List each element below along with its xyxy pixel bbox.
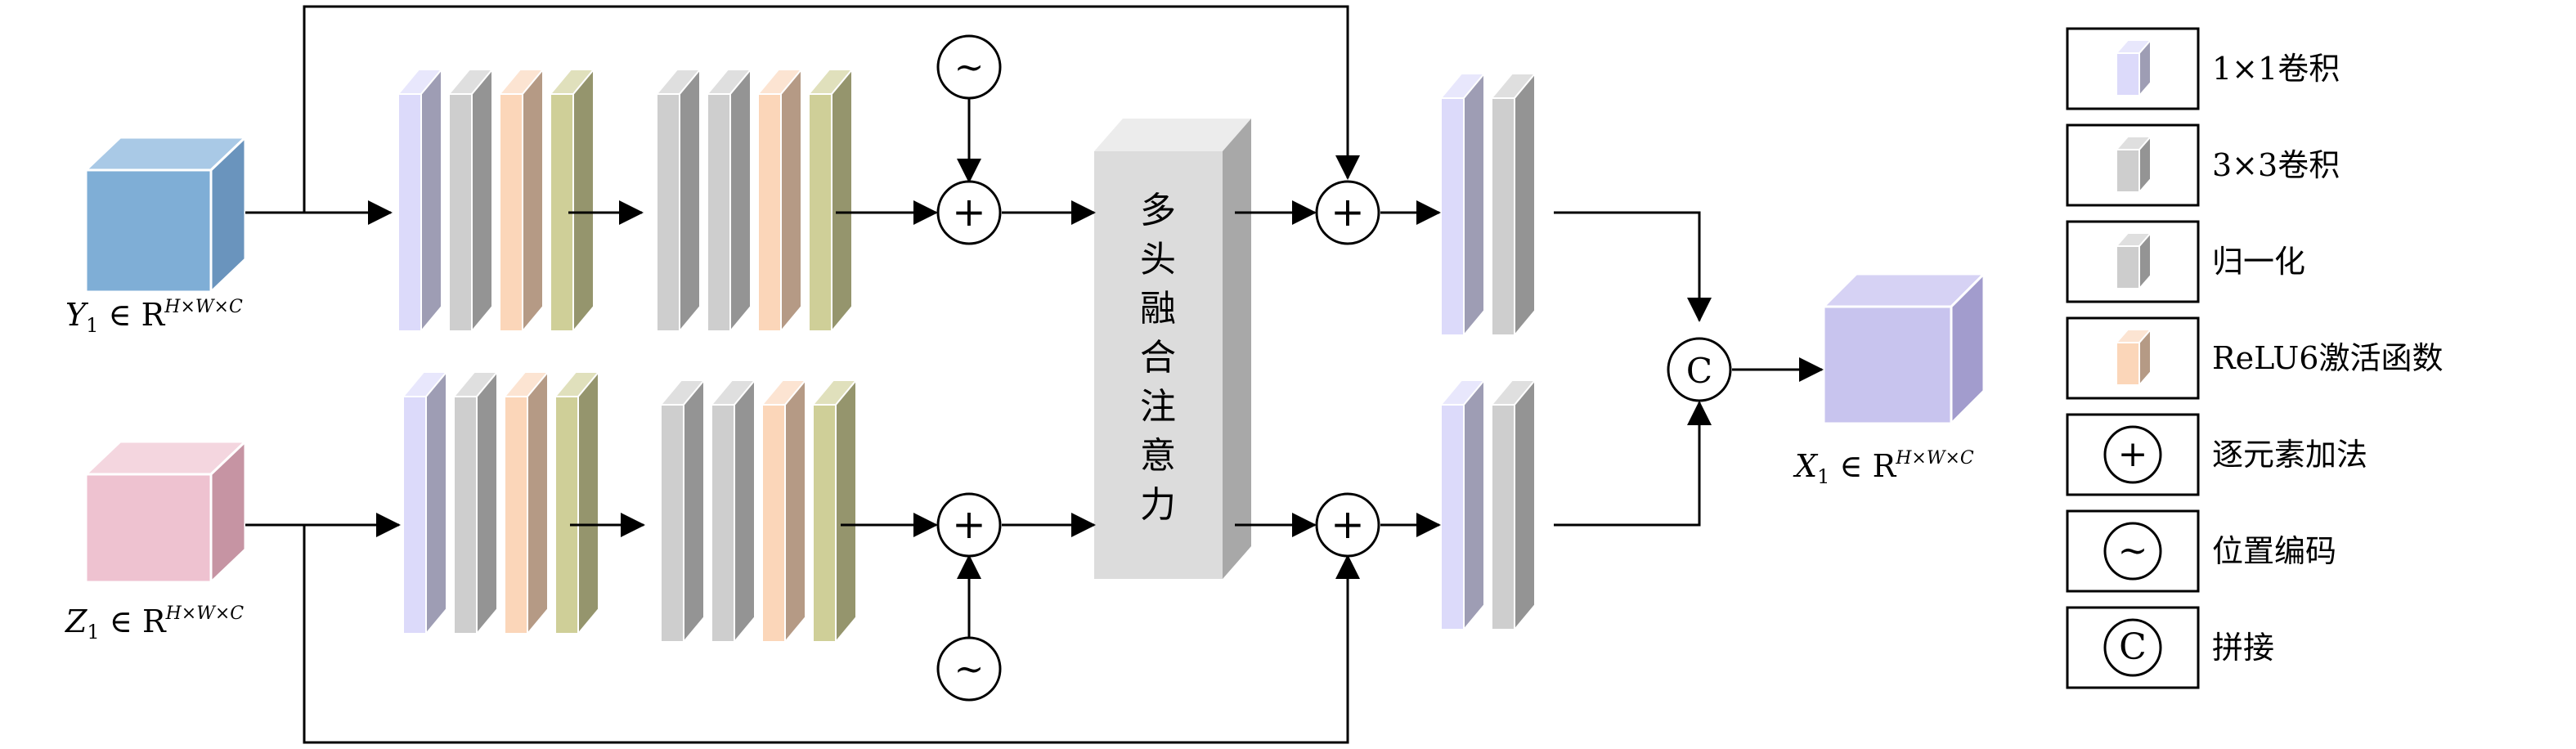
op-add-bottom-right: + (1315, 492, 1380, 558)
skip-line-bottom (303, 525, 1360, 744)
svg-text:~: ~ (954, 648, 985, 690)
op-add-top-right: + (1315, 180, 1380, 245)
stack-c-top-layer-2 (1489, 71, 1537, 338)
legend-swatch-slab (2114, 38, 2153, 98)
stack-a-top-layer-2 (447, 67, 495, 334)
legend-item-conv3x3: 3×3卷积 (2066, 123, 2340, 207)
svg-text:+: + (952, 500, 986, 548)
stack-c-top-layer-1 (1438, 71, 1487, 338)
attention-char: 融 (1140, 288, 1176, 330)
stack-b-bottom-layer-1 (658, 378, 707, 644)
svg-text:C: C (1686, 351, 1712, 391)
legend-item-add: + 逐元素加法 (2066, 413, 2367, 496)
op-add-top: + (936, 180, 1002, 245)
legend-symbol: C (2103, 618, 2162, 677)
legend-swatch-slab (2114, 327, 2153, 388)
op-add-bottom: + (936, 492, 1002, 558)
svg-text:C: C (2119, 626, 2147, 668)
stack-a-bottom-layer-4 (553, 370, 601, 636)
stack-b-bottom-layer-2 (709, 378, 757, 644)
legend-swatch (2114, 134, 2153, 195)
svg-text:+: + (2118, 433, 2148, 475)
legend-item-pos_enc: ~ 位置编码 (2066, 509, 2336, 593)
stack-b-top-layer-2 (705, 67, 753, 334)
stack-a-bottom-layer-1 (401, 370, 449, 636)
stack-c-bottom-layer-1 (1438, 378, 1487, 632)
attention-char: 意 (1140, 435, 1176, 477)
svg-text:+: + (952, 188, 986, 235)
skip-line-top (303, 5, 1360, 213)
op-posenc-top: ~ (936, 34, 1002, 100)
legend-item-conv1x1: 1×1卷积 (2066, 27, 2340, 110)
stack-b-top (654, 67, 855, 334)
multi-head-fusion-attention-block (1094, 119, 1251, 579)
legend-item-relu6: ReLU6激活函数 (2066, 316, 2443, 400)
output-label-x1: X1 ∈ RH×W×C (1793, 448, 1974, 488)
stack-a-bottom-layer-3 (502, 370, 550, 636)
layer-stacks (396, 67, 1537, 644)
op-concat: C (1667, 337, 1732, 402)
attention-char: 多 (1140, 190, 1176, 231)
arrow-stack3-to-concat-top (1554, 211, 1712, 322)
input-cube-z1 (83, 438, 249, 585)
attention-char: 力 (1140, 484, 1176, 526)
connections (245, 5, 1824, 744)
stack-a-top-layer-1 (396, 67, 444, 334)
stack-b-bottom-layer-4 (810, 378, 859, 644)
legend-label: 1×1卷积 (2212, 51, 2340, 87)
legend-swatch-slab (2114, 134, 2153, 195)
attention-char: 头 (1140, 239, 1176, 280)
stack-c-bottom-layer-2 (1489, 378, 1537, 632)
stack-c-bottom (1438, 378, 1537, 632)
stack-b-bottom (658, 378, 859, 644)
svg-text:~: ~ (954, 47, 985, 88)
legend-swatch (2114, 327, 2153, 388)
legend-swatch (2114, 231, 2153, 291)
legend-symbol: ~ (2103, 522, 2162, 581)
svg-text:+: + (1331, 188, 1365, 235)
stack-a-top-layer-4 (548, 67, 596, 334)
legend-item-norm: 归一化 (2066, 220, 2305, 303)
legend-label: 逐元素加法 (2212, 437, 2367, 473)
stack-b-top-layer-1 (654, 67, 702, 334)
legend-label: 3×3卷积 (2212, 147, 2340, 183)
attention-char: 合 (1140, 337, 1176, 379)
legend-label: 归一化 (2212, 244, 2305, 280)
legend-item-concat: C 拼接 (2066, 606, 2274, 689)
op-posenc-bottom: ~ (936, 636, 1002, 702)
legend-swatch-slab (2114, 231, 2153, 291)
input-label-z1: Z1 ∈ RH×W×C (65, 603, 244, 644)
input-cube-y1 (83, 134, 249, 295)
output-cube-x1 (1820, 271, 1987, 427)
stack-b-top-layer-4 (806, 67, 855, 334)
attention-label: 多头融合注意力 (1140, 190, 1176, 526)
stack-c-top (1438, 71, 1537, 338)
stack-a-top (396, 67, 596, 334)
legend-label: ReLU6激活函数 (2212, 340, 2443, 376)
stack-b-top-layer-3 (756, 67, 804, 334)
svg-text:+: + (1331, 500, 1365, 548)
svg-text:~: ~ (2118, 530, 2148, 572)
legend-label: 拼接 (2212, 630, 2274, 666)
stack-a-top-layer-3 (497, 67, 545, 334)
legend-label: 位置编码 (2212, 533, 2336, 569)
attention-char: 注 (1140, 386, 1176, 428)
legend-symbol: + (2103, 425, 2162, 484)
stack-a-bottom-layer-2 (451, 370, 500, 636)
stack-a-bottom (401, 370, 601, 636)
legend-swatch (2114, 38, 2153, 98)
stack-b-bottom-layer-3 (760, 378, 808, 644)
arrow-stack3-to-concat-bottom (1554, 401, 1712, 527)
input-label-y1: Y1 ∈ RH×W×C (65, 297, 243, 337)
